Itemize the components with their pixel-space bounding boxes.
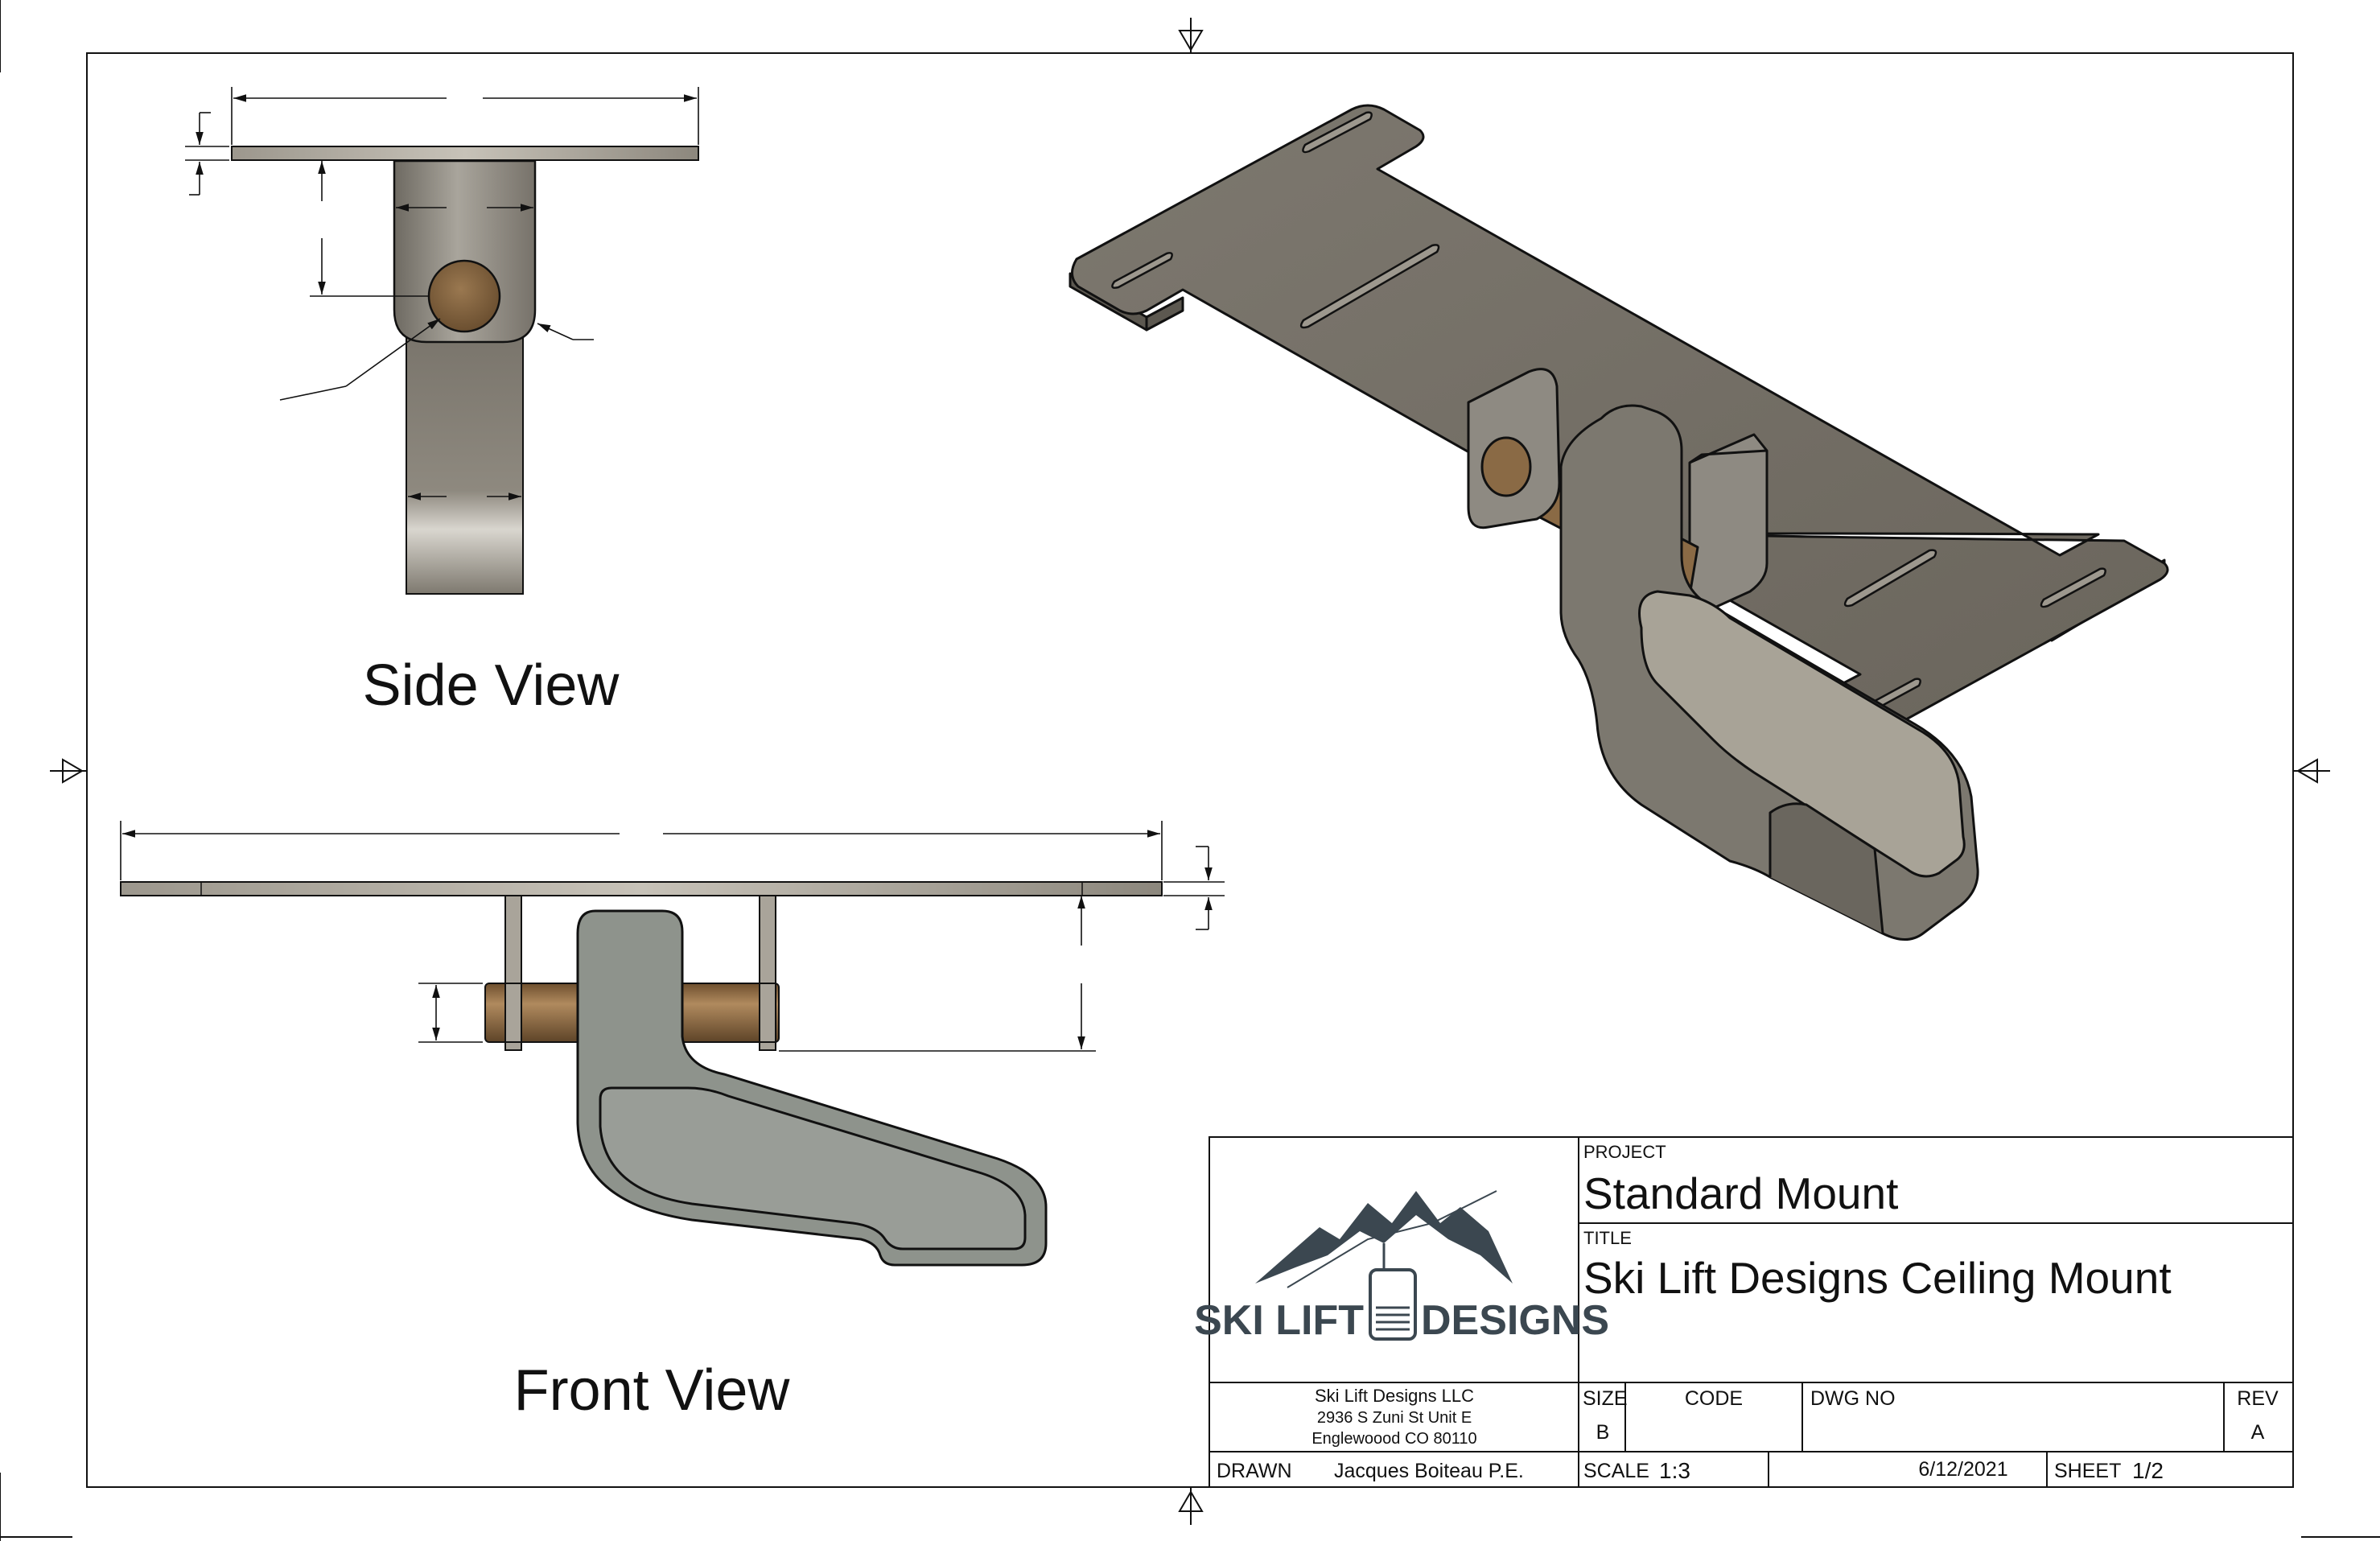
center-marker-bottom bbox=[1178, 1487, 1204, 1525]
front-view-plate bbox=[120, 881, 1163, 896]
company-address-line2: Englewoood CO 80110 bbox=[1311, 1430, 1476, 1448]
dwg-no-label: DWG NO bbox=[1810, 1387, 1896, 1410]
rev-label: REV bbox=[2237, 1387, 2279, 1410]
title-label: TITLE bbox=[1583, 1228, 1632, 1248]
side-view-pin bbox=[427, 259, 501, 333]
isometric-view bbox=[1069, 104, 2169, 941]
sheet-label: SHEET bbox=[2054, 1460, 2121, 1482]
size-label: SIZE bbox=[1583, 1387, 1628, 1410]
center-marker-left bbox=[50, 758, 87, 784]
logo-left-word: SKI LIFT bbox=[1194, 1297, 1364, 1344]
drawing-title: Ski Lift Designs Ceiling Mount bbox=[1583, 1253, 2172, 1303]
drawn-label: DRAWN bbox=[1217, 1460, 1292, 1482]
side-view-dimensions bbox=[185, 87, 699, 501]
side-view: Side View bbox=[185, 87, 699, 718]
company-name: Ski Lift Designs LLC bbox=[1315, 1386, 1474, 1406]
project-label: PROJECT bbox=[1583, 1142, 1666, 1162]
project-name: Standard Mount bbox=[1583, 1168, 1898, 1218]
center-marker-right bbox=[2293, 758, 2330, 784]
side-view-plate bbox=[231, 146, 699, 161]
drawing-date: 6/12/2021 bbox=[1918, 1458, 2007, 1481]
rev-value: A bbox=[2251, 1421, 2265, 1444]
side-view-label: Side View bbox=[363, 653, 620, 718]
center-marker-top bbox=[1178, 18, 1204, 53]
company-address-line1: 2936 S Zuni St Unit E bbox=[1317, 1409, 1472, 1427]
logo-right-word: DESIGNS bbox=[1421, 1297, 1609, 1344]
side-view-strap bbox=[406, 336, 524, 595]
title-block bbox=[1209, 1136, 2294, 1488]
sheet-value: 1/2 bbox=[2132, 1458, 2164, 1483]
code-label: CODE bbox=[1685, 1387, 1743, 1410]
scale-value: 1:3 bbox=[1659, 1458, 1690, 1483]
drawn-by: Jacques Boiteau P.E. bbox=[1334, 1460, 1524, 1482]
company-logo: SKI LIFT DESIGNS bbox=[1194, 1190, 1609, 1344]
front-view: Front View bbox=[120, 821, 1225, 1423]
front-view-label: Front View bbox=[514, 1358, 791, 1423]
isometric-pin bbox=[1480, 436, 1532, 497]
front-view-dimensions bbox=[120, 821, 1225, 1052]
scale-label: SCALE bbox=[1583, 1460, 1649, 1482]
front-view-hook-recess bbox=[599, 1086, 1027, 1251]
size-value: B bbox=[1596, 1421, 1610, 1444]
